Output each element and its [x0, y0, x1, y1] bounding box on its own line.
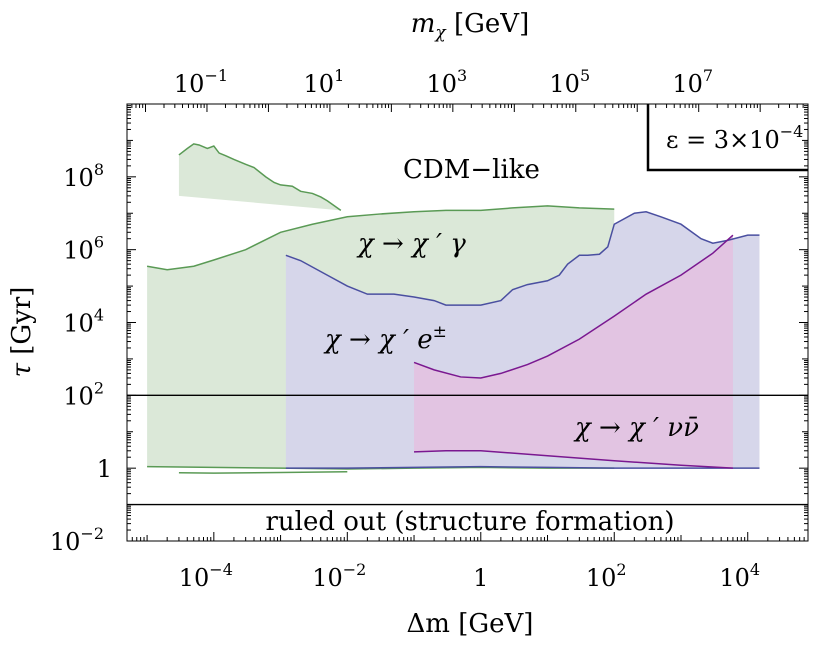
series-fills [147, 143, 760, 469]
y-axis-label: τ [Gyr] [7, 287, 37, 378]
legend-text-main: ε = 3×10 [666, 126, 780, 154]
annotation-electron-base: χ → χ ′ e [323, 325, 433, 355]
top-tick-label: 107 [672, 66, 713, 98]
neutrino-region [414, 235, 733, 469]
legend-border [646, 104, 808, 172]
annotation-neutrino-channel: χ → χ ′ νν̄ [573, 413, 699, 443]
y-axis-label-symbol: τ [7, 362, 37, 377]
ticks: 10−4 10−2 1 102 104 10−1 101 103 105 107 10−2 1 102 1… [50, 66, 809, 592]
legend-text: ε = 3×10−4 [666, 122, 803, 154]
electron-lower-curve [285, 465, 760, 469]
electron-upper-curve [285, 210, 760, 306]
photon_lower_branch-upper-curve [178, 470, 348, 474]
top-tick-label: 103 [426, 66, 467, 98]
x-tick-label: 10−2 [312, 560, 366, 592]
annotation-cdm-like: CDM−like [403, 155, 540, 185]
top-tick-label: 10−1 [174, 66, 228, 98]
y-tick-label: 106 [63, 233, 104, 265]
x-tick-label: 10−4 [179, 560, 233, 592]
x-tick-label: 104 [719, 560, 760, 592]
y-tick-label: 10−2 [50, 524, 104, 556]
y-axis-label-unit: [Gyr] [7, 287, 37, 363]
top-axis-label: mχ [GeV] [411, 9, 529, 43]
epsilon-legend-box: ε = 3×10−4 [646, 104, 808, 172]
photon-upper-curve [146, 205, 615, 271]
annotation-photon-channel: χ → χ ′ γ [356, 229, 466, 259]
neutrino-lower-curve [414, 450, 733, 469]
annotation-electron-channel: χ → χ ′ e± [323, 322, 447, 355]
series-lines [146, 143, 760, 474]
neutrino-upper-curve [413, 234, 734, 379]
y-tick-label: 102 [63, 378, 104, 410]
annotation-electron-sup: ± [433, 322, 447, 342]
top-axis-label-sub: χ [434, 23, 447, 43]
annotation-ruled-out: ruled out (structure formation) [265, 507, 674, 537]
y-tick-label: 108 [63, 160, 104, 192]
y-tick-label: 104 [63, 306, 104, 338]
top-axis-label-unit: [GeV] [446, 9, 529, 39]
top-axis-label-symbol: m [411, 9, 436, 39]
reference-lines [127, 394, 808, 506]
legend-text-exp: −4 [780, 122, 804, 141]
y-tick-label: 1 [97, 455, 112, 483]
top-tick-label: 105 [549, 66, 590, 98]
x-tick-label: 102 [586, 560, 627, 592]
top-tick-label: 101 [304, 66, 345, 98]
x-tick-label: 1 [473, 564, 488, 592]
photon_high-upper-curve [178, 143, 342, 211]
photon_high-region [178, 143, 341, 211]
x-axis-label: Δm [GeV] [407, 609, 534, 639]
photon-lower-curve [147, 465, 615, 470]
